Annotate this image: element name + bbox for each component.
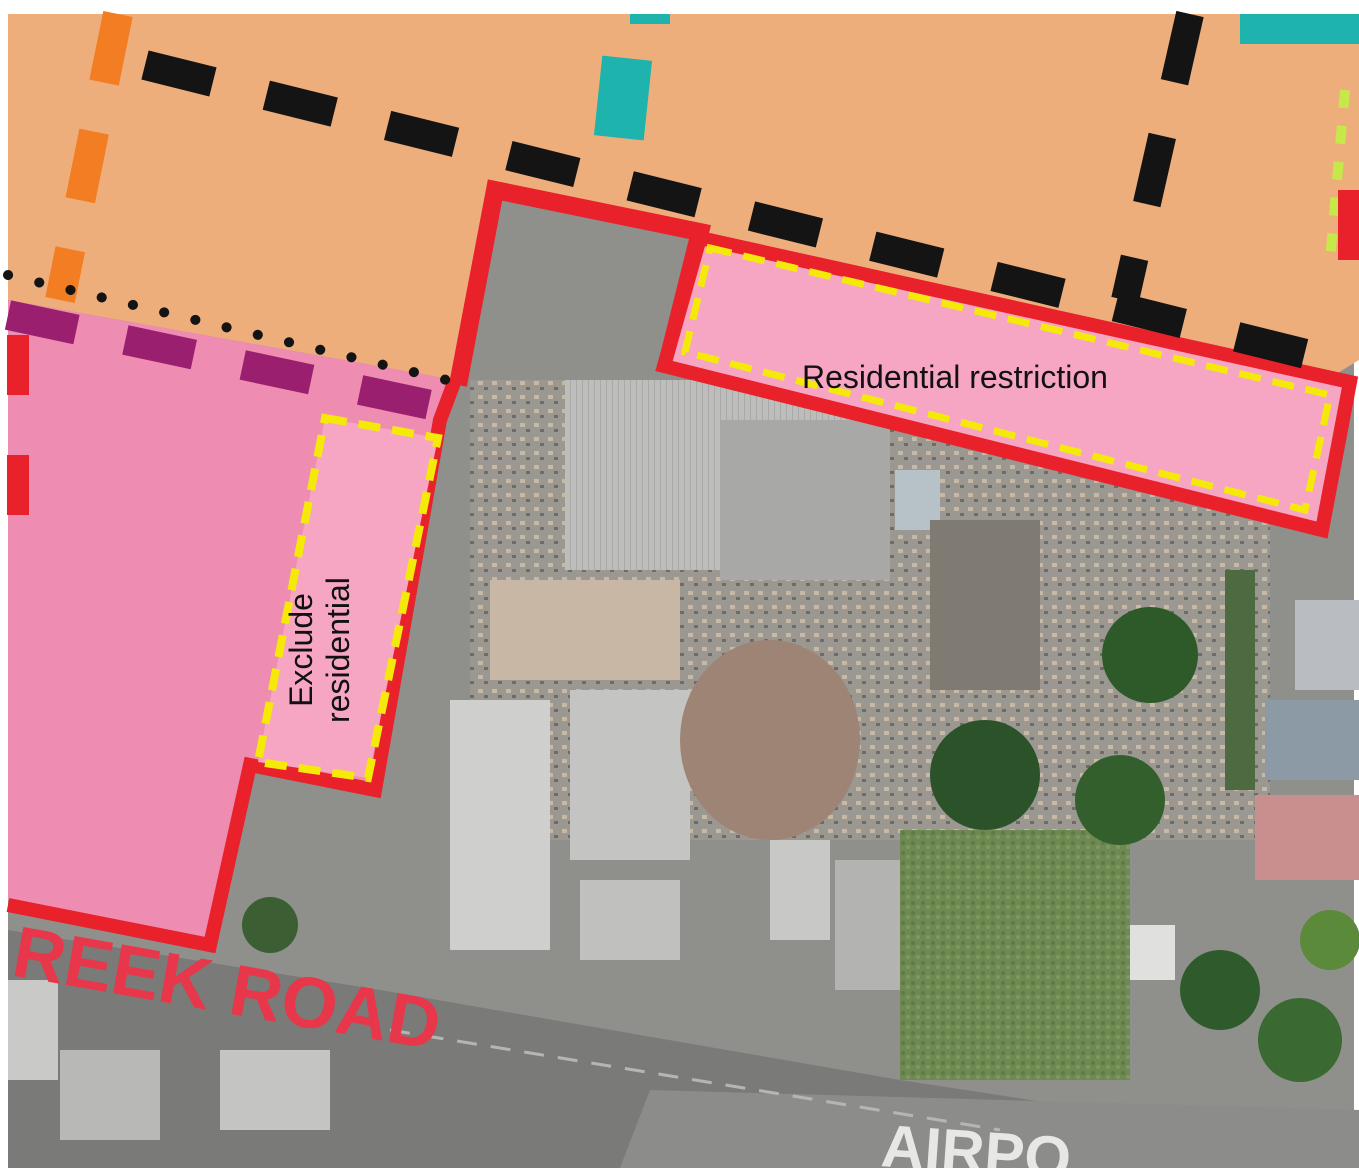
red-edge-mark [1338, 190, 1359, 260]
tree-5 [1258, 998, 1342, 1082]
building-house-2 [1295, 600, 1359, 690]
building-warehouse-2 [720, 420, 890, 580]
airport-road-surface [620, 1090, 1359, 1168]
building-block-3 [570, 690, 690, 860]
dashed-black-line [141, 50, 1354, 380]
building-house-5 [60, 1050, 160, 1140]
exclude-residential-label: Exclude residential [283, 577, 356, 723]
building-house-6 [220, 1050, 330, 1130]
hedge [1225, 570, 1255, 790]
building-house-3 [1255, 795, 1359, 880]
building-block-5 [770, 840, 830, 940]
road-marking [389, 1028, 1001, 1132]
boundary-red-left [6, 377, 462, 954]
dashed-orange-line [45, 11, 133, 303]
tree-1 [1102, 607, 1198, 703]
teal-corner [1240, 14, 1359, 44]
building-house-4 [1265, 700, 1359, 780]
building-block-2 [450, 700, 550, 950]
building-block-1 [490, 580, 680, 680]
building-stock-area [930, 520, 1040, 690]
dotted-black-line [3, 270, 460, 387]
tree-6 [1300, 910, 1359, 970]
timber-stockpile [680, 640, 860, 840]
residential-restriction-label: Residential restriction [802, 359, 1108, 395]
dashed-teal-mark [593, 55, 653, 141]
tree-3 [1075, 755, 1165, 845]
zone-exclude-residential [258, 418, 438, 778]
boundary-red-restriction [655, 229, 1359, 539]
dashed-yellow-restriction [680, 243, 1335, 515]
building-house-7 [8, 980, 58, 1080]
dashed-purple-line [4, 300, 449, 423]
tree-2 [930, 720, 1040, 830]
building-block-6 [835, 860, 905, 990]
building-block-4 [580, 880, 680, 960]
tree-4 [1180, 950, 1260, 1030]
tree-7 [242, 897, 298, 953]
dashed-lime-edge [1325, 89, 1350, 261]
dashed-black-vertical [1111, 10, 1204, 304]
dashed-teal-mark-top [630, 14, 670, 24]
dashed-yellow-exclude [253, 413, 443, 783]
zone-residential-restriction [665, 240, 1345, 525]
grass-paddock [900, 830, 1130, 1080]
